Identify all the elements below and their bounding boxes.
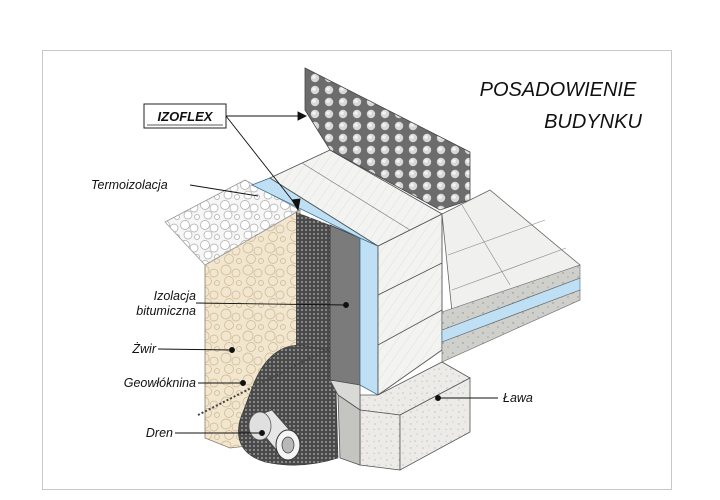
floor-base [441, 289, 581, 363]
label-zwir: Żwir [131, 342, 156, 356]
label-dren: Dren [146, 426, 173, 440]
gravel-top-surface [164, 179, 301, 266]
geotextile-line [197, 347, 331, 416]
dimpled-membrane [304, 67, 471, 211]
footing-bevel-face [337, 394, 361, 466]
product-label: IZOFLEX [158, 109, 214, 124]
product-label-box [143, 103, 227, 129]
label-izolacja-2: bitumiczna [136, 304, 196, 318]
footing-side [399, 377, 471, 471]
footing-front [359, 409, 401, 471]
drainage-membrane [296, 212, 330, 380]
label-lawa: Ława [503, 391, 533, 405]
title-line-2: BUDYNKU [544, 111, 642, 133]
label-izolacja-1: Izolacja [154, 289, 196, 303]
title-line-1: POSADOWIENIE [480, 79, 637, 101]
label-termoizolacja: Termoizolacja [91, 178, 168, 192]
thermal-insulation [359, 237, 379, 396]
floor-edge [441, 264, 581, 331]
label-geowloknina: Geowłóknina [124, 376, 196, 390]
